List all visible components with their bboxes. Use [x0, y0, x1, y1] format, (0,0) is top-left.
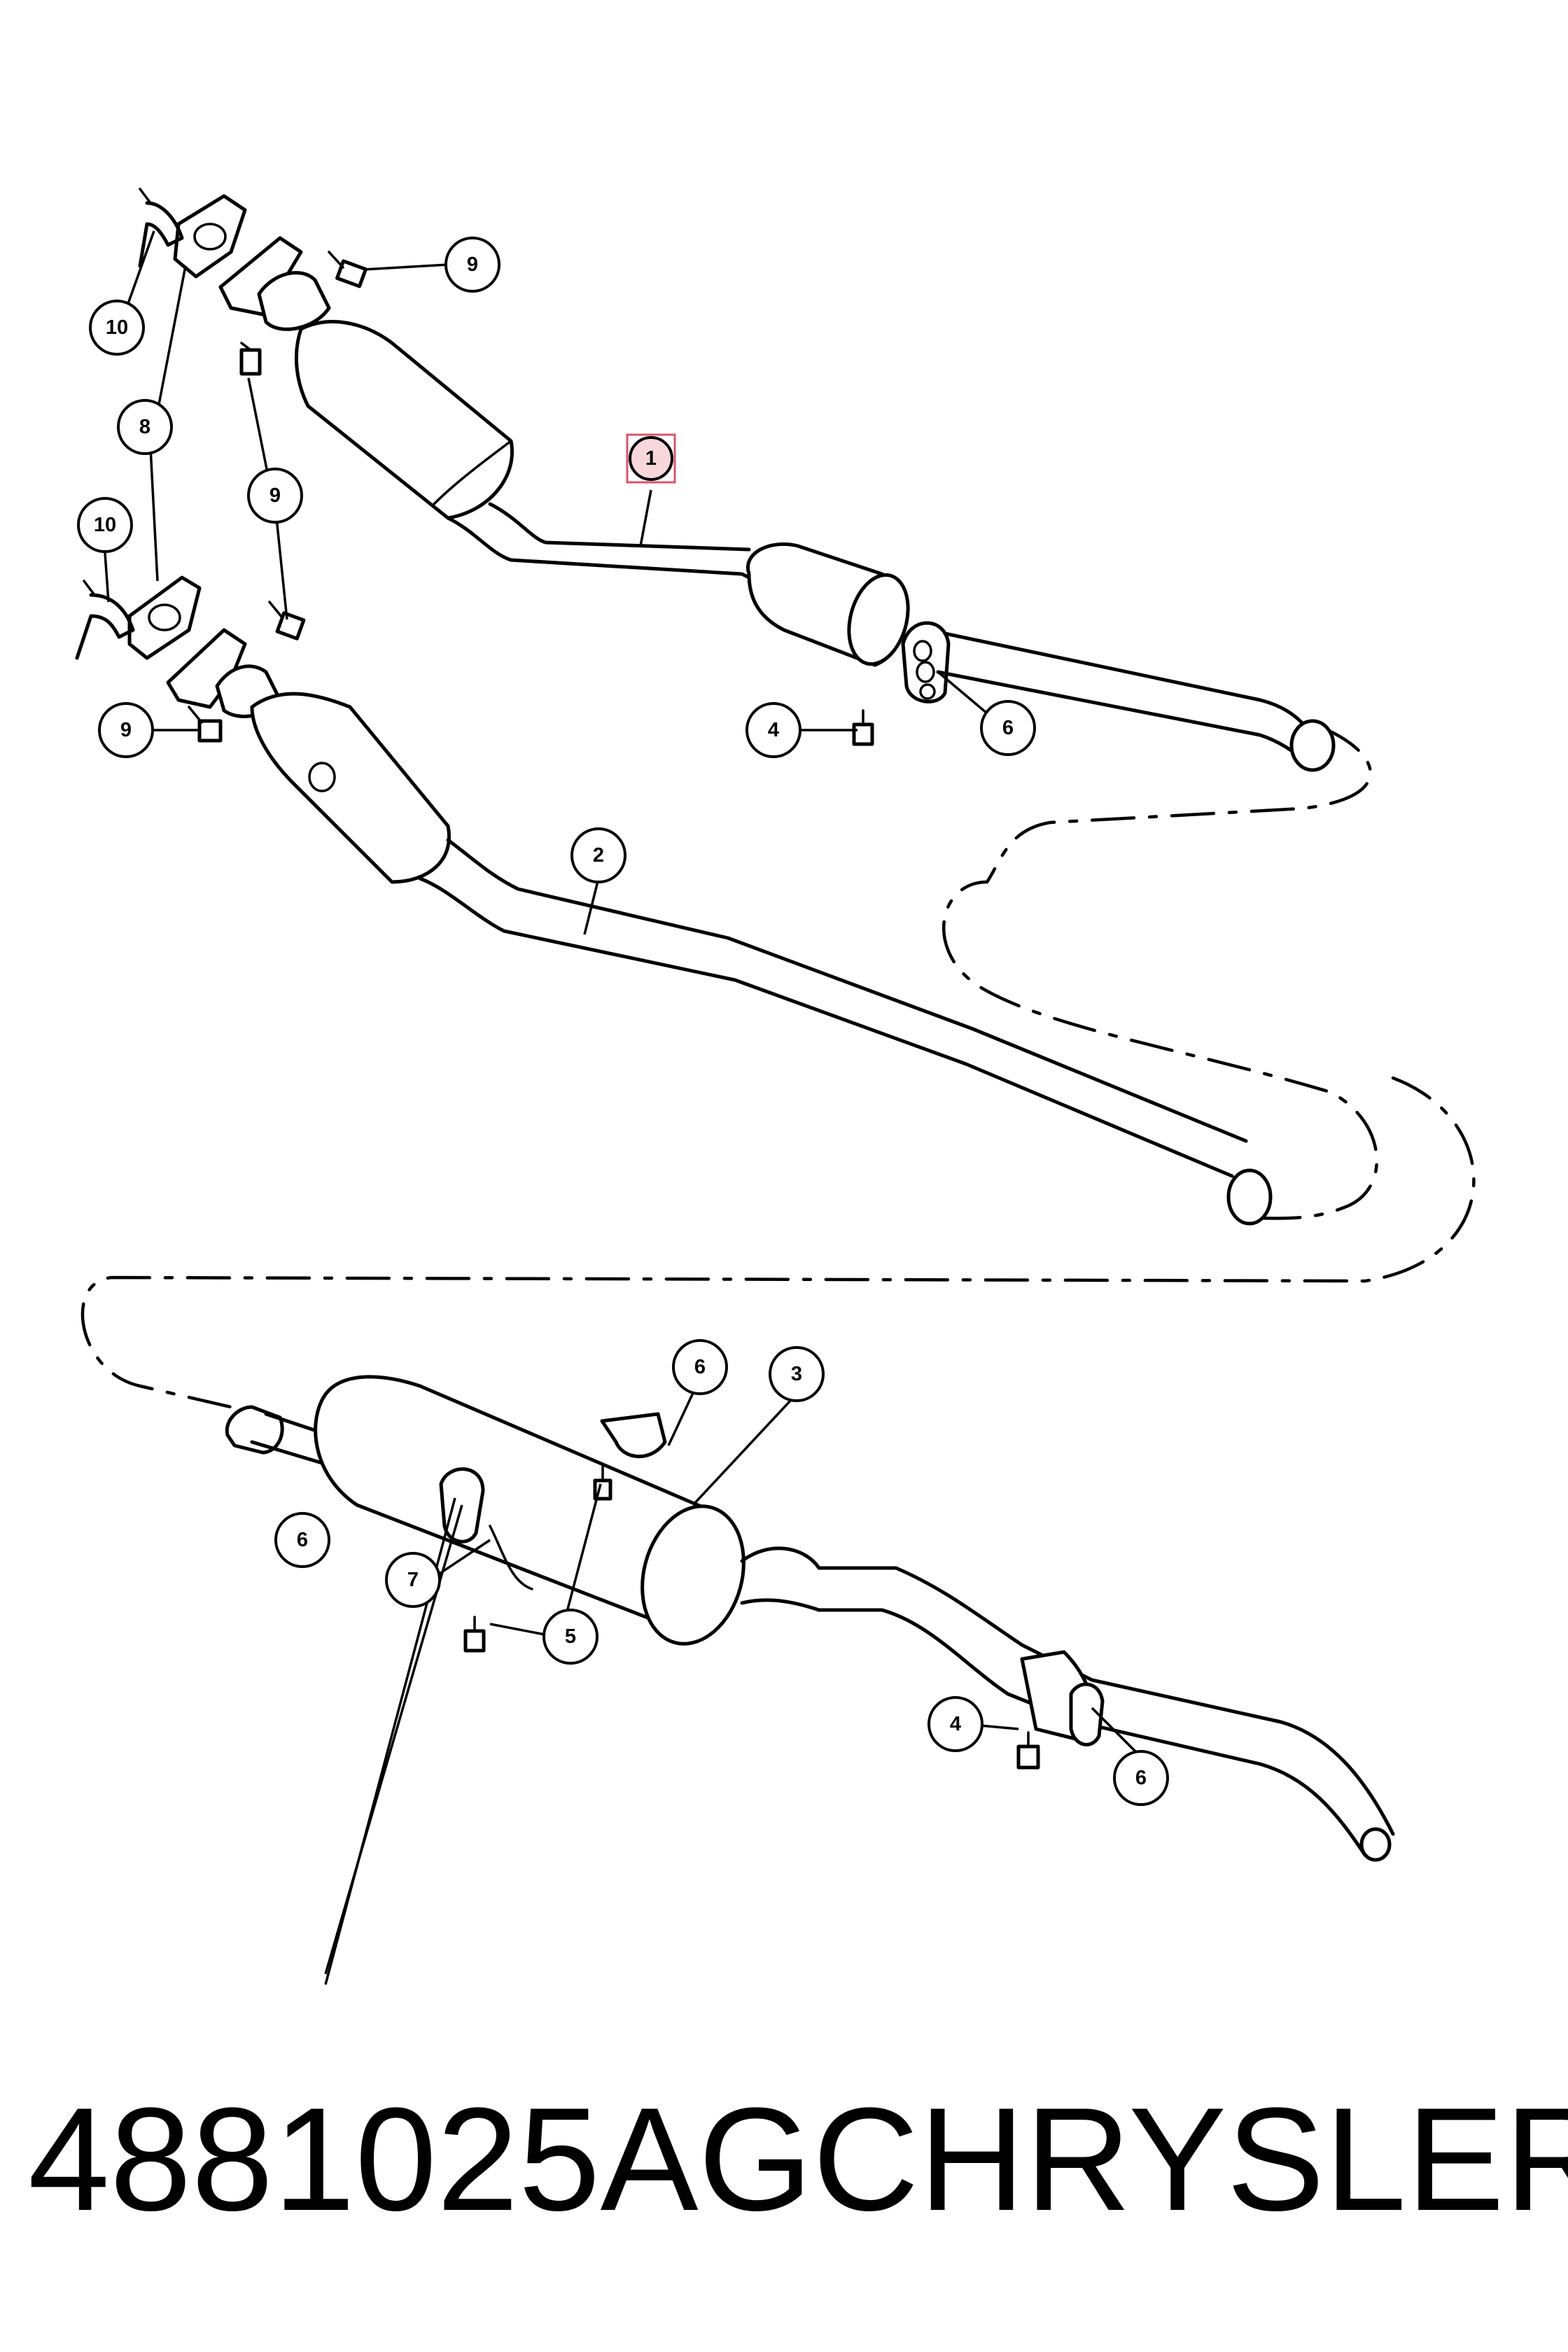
- svg-text:6: 6: [1135, 1767, 1147, 1789]
- svg-text:5: 5: [565, 1625, 576, 1648]
- callout-3: 3: [769, 1346, 825, 1402]
- svg-text:6: 6: [297, 1529, 308, 1551]
- brand-name: CHRYSLER: [812, 2077, 1568, 2241]
- svg-text:2: 2: [593, 844, 604, 867]
- gasket-bracket-parts: [75, 188, 247, 660]
- callout-10-top: 10: [89, 300, 145, 356]
- callout-9-top: 9: [444, 237, 500, 293]
- svg-text:10: 10: [94, 514, 116, 536]
- front-pipe-assembly: [218, 236, 1336, 772]
- callout-8: 8: [117, 399, 173, 455]
- callout-7: 7: [385, 1552, 441, 1608]
- svg-text:9: 9: [120, 719, 132, 741]
- callout-9-lower: 9: [98, 702, 154, 758]
- footer-caption: 4881025AG CHRYSLER: [0, 2072, 1568, 2247]
- svg-text:7: 7: [407, 1569, 419, 1591]
- svg-text:9: 9: [467, 253, 478, 276]
- rear-cat-pipe-assembly: [166, 628, 1273, 1226]
- callout-4-lower: 4: [927, 1696, 983, 1752]
- callout-10-lower: 10: [77, 497, 133, 553]
- callout-5: 5: [542, 1609, 598, 1665]
- muffler-tailpipe-assembly: [225, 1375, 1395, 1862]
- callout-9-middle: 9: [247, 468, 303, 524]
- svg-text:9: 9: [270, 484, 281, 507]
- svg-text:3: 3: [791, 1363, 802, 1385]
- callout-6-tail: 6: [1113, 1750, 1169, 1806]
- routing-guide-line: [80, 726, 1476, 1409]
- callout-6-muffler-top: 6: [672, 1339, 728, 1395]
- svg-text:1: 1: [645, 447, 657, 470]
- part-number: 4881025AG: [28, 2077, 813, 2241]
- svg-text:6: 6: [1002, 717, 1014, 739]
- svg-text:4: 4: [950, 1713, 961, 1735]
- svg-text:4: 4: [768, 719, 779, 741]
- callout-2: 2: [570, 827, 626, 883]
- svg-text:6: 6: [694, 1356, 706, 1378]
- callout-4-upper: 4: [746, 702, 802, 758]
- callout-6-resonator: 6: [980, 700, 1036, 756]
- callout-6-muffler-left: 6: [274, 1512, 330, 1568]
- svg-text:8: 8: [139, 416, 150, 438]
- callout-1: 1: [626, 433, 676, 484]
- svg-text:10: 10: [106, 316, 128, 339]
